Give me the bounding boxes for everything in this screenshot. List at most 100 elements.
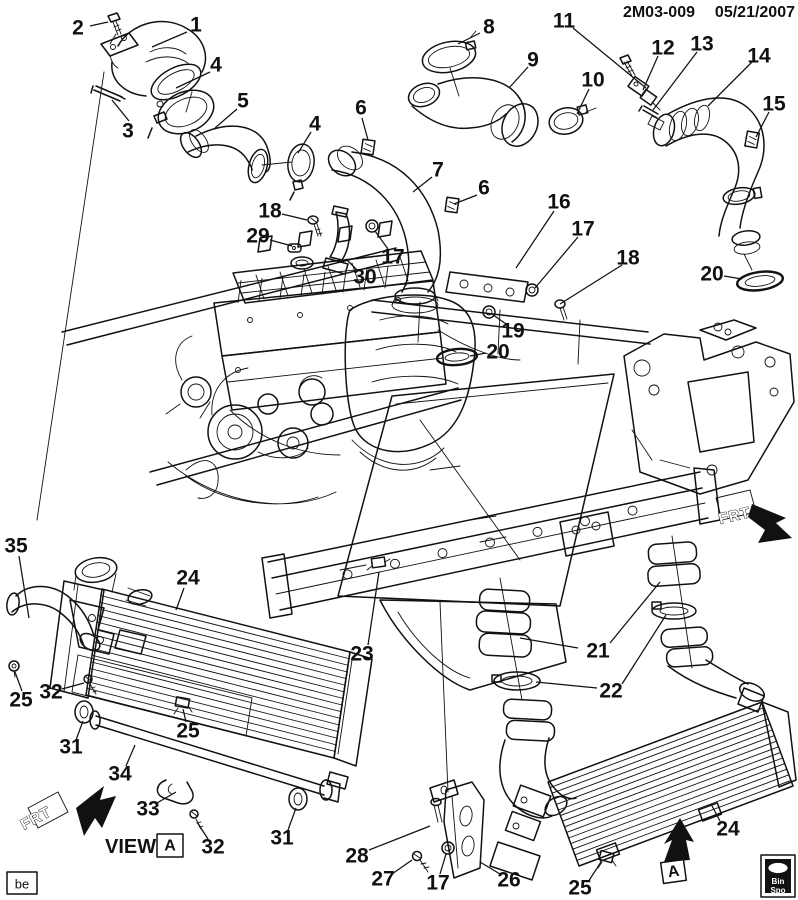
- callout-19: 19: [501, 320, 524, 343]
- callout-14: 14: [747, 45, 771, 68]
- callout-leader: [125, 744, 136, 767]
- callout-17: 17: [381, 246, 404, 269]
- callout-leader: [755, 111, 770, 138]
- callout-leader: [457, 32, 481, 45]
- view-a-label: VIEW A: [105, 833, 184, 858]
- callout-leader: [374, 230, 389, 250]
- intercooler-fin: [98, 608, 348, 673]
- callout-leader: [534, 236, 579, 289]
- callout-leader: [367, 571, 380, 646]
- callout-leader: [439, 853, 447, 875]
- callout-4: 4: [309, 113, 321, 136]
- engine-stud: [384, 265, 389, 289]
- callout-27: 27: [371, 868, 394, 891]
- beam-hole: [437, 548, 448, 559]
- frt-arrow-icon-right: FRT: [715, 489, 792, 543]
- callout-24: 24: [716, 818, 740, 841]
- callout-leader: [297, 131, 312, 154]
- callout-13: 13: [690, 33, 713, 56]
- intercooler-fin: [549, 707, 765, 789]
- intercooler-fin: [99, 601, 349, 666]
- view-letter-box: [156, 833, 184, 858]
- callout-leader: [491, 313, 507, 325]
- orientation-arrows: FRT FRT A VIEW A: [17, 489, 792, 885]
- sheet-code-badge: be: [6, 871, 38, 895]
- intercooler-fin: [564, 746, 779, 828]
- intercooler-fin: [574, 774, 790, 856]
- callout-leader: [368, 825, 431, 851]
- engine-stud: [300, 273, 305, 297]
- callout-20: 20: [700, 263, 723, 286]
- callout-leader: [345, 258, 358, 271]
- callout-leader: [453, 194, 478, 205]
- callout-29: 29: [246, 225, 269, 248]
- callout-16: 16: [547, 191, 570, 214]
- intercooler-fin: [553, 718, 769, 800]
- intercooler-fin: [570, 763, 786, 845]
- callout-leader: [642, 55, 659, 91]
- detail-a-letter: A: [667, 863, 681, 882]
- detail-a-arrow-icon: A: [659, 818, 694, 885]
- intercooler-fin: [95, 628, 345, 693]
- callout-leader: [269, 239, 293, 247]
- intercooler-fin: [91, 654, 341, 719]
- callout-25: 25: [9, 689, 33, 712]
- callout-leader: [535, 681, 598, 689]
- callout-leader: [196, 821, 209, 840]
- callout-6: 6: [478, 177, 490, 200]
- frt-label-left: FRT: [18, 803, 54, 833]
- callout-20: 20: [486, 341, 509, 364]
- callout-leader: [609, 581, 661, 644]
- callout-leader: [156, 791, 177, 804]
- callout-leader: [469, 352, 487, 357]
- charge-air-bellows: [475, 535, 749, 819]
- callout-31: 31: [270, 827, 294, 850]
- engine-stud: [321, 271, 326, 295]
- stamp-line-2: Spo: [770, 886, 785, 895]
- engine-stud: [237, 280, 242, 304]
- callout-35: 35: [4, 535, 28, 558]
- frt-arrow-icon-left: FRT: [17, 786, 116, 836]
- callout-leader: [519, 637, 579, 649]
- callout-18: 18: [616, 247, 640, 270]
- callout-9: 9: [527, 49, 539, 72]
- beam-hole: [390, 558, 400, 569]
- intercooler-fin: [555, 723, 771, 805]
- callout-18: 18: [258, 200, 282, 223]
- gm-stamp-icon: Bin Spo: [760, 854, 796, 898]
- callout-leader: [89, 21, 109, 27]
- callout-leader: [412, 176, 433, 193]
- callout-32: 32: [201, 836, 224, 859]
- intercooler-fin: [87, 681, 337, 746]
- callout-21: 21: [586, 640, 610, 663]
- intercooler-fin: [100, 595, 350, 660]
- callout-6: 6: [355, 97, 367, 120]
- right-hose-assembly: [407, 30, 785, 292]
- stamp-line-1: Bin: [772, 877, 785, 886]
- intercooler-fin: [559, 735, 775, 817]
- callout-leader: [587, 861, 602, 883]
- doc-date: 05/21/2007: [715, 4, 795, 21]
- callout-leader: [576, 88, 590, 115]
- intercooler-fin: [572, 768, 788, 850]
- engine-assembly: [61, 205, 521, 505]
- callout-7: 7: [432, 159, 444, 182]
- callout-1: 1: [190, 14, 202, 37]
- callout-leader: [14, 671, 23, 692]
- callout-leader: [151, 31, 188, 48]
- intercooler-fin: [88, 674, 338, 739]
- left-intercooler-assembly: [6, 556, 373, 830]
- beam-hole: [627, 505, 638, 516]
- frame-assembly: [261, 271, 795, 793]
- callout-32: 32: [39, 681, 62, 704]
- intercooler-fin: [568, 757, 784, 839]
- right-intercooler-assembly: [411, 682, 797, 881]
- callout-leader: [287, 807, 297, 831]
- callout-leader: [61, 682, 85, 690]
- callout-8: 8: [483, 16, 495, 39]
- callout-leader: [111, 99, 130, 122]
- callout-leader: [214, 108, 238, 129]
- callout-leader: [508, 66, 529, 89]
